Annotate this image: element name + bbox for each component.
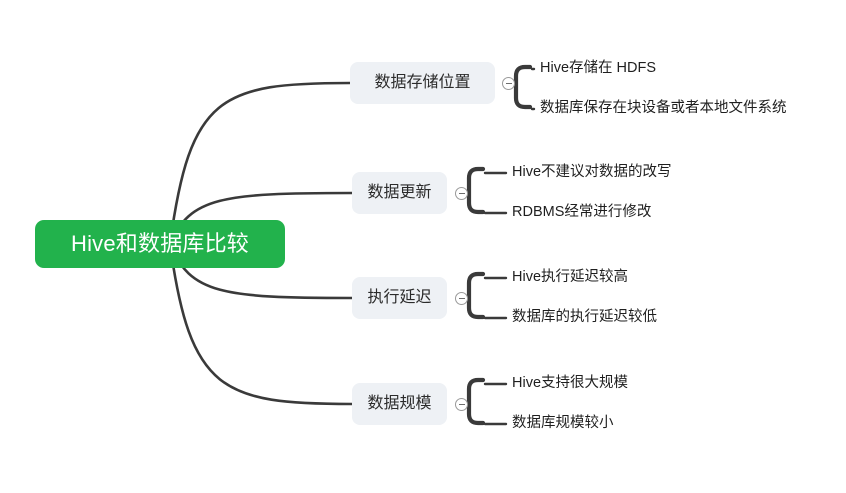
root-node[interactable]: Hive和数据库比较 <box>35 220 285 268</box>
branch-node-data-storage-location[interactable]: 数据存储位置 <box>350 62 495 104</box>
leaf-node-text[interactable]: 数据库的执行延迟较低 <box>512 309 657 325</box>
collapse-minus-icon[interactable] <box>455 398 468 411</box>
leaf-node-text[interactable]: Hive执行延迟较高 <box>512 269 629 285</box>
collapse-minus-icon[interactable] <box>455 292 468 305</box>
leaf-node-text[interactable]: Hive不建议对数据的改写 <box>512 164 672 180</box>
branch-node-label: 数据规模 <box>367 395 432 412</box>
root-node-label: Hive和数据库比较 <box>70 231 249 256</box>
branch-node-data-scale[interactable]: 数据规模 <box>352 383 447 425</box>
collapse-minus-icon[interactable] <box>455 187 468 200</box>
leaf-node-text[interactable]: Hive存储在 HDFS <box>540 60 657 76</box>
branch-node-execution-latency[interactable]: 执行延迟 <box>352 277 447 319</box>
collapse-minus-icon[interactable] <box>502 77 515 90</box>
branch-node-label: 执行延迟 <box>367 289 432 306</box>
leaf-node-text[interactable]: RDBMS经常进行修改 <box>512 204 652 220</box>
branch-node-label: 数据存储位置 <box>374 74 471 91</box>
leaf-node-text[interactable]: 数据库保存在块设备或者本地文件系统 <box>540 100 787 116</box>
leaf-node-text[interactable]: Hive支持很大规模 <box>512 375 629 391</box>
branch-node-label: 数据更新 <box>367 184 432 201</box>
leaf-node-text[interactable]: 数据库规模较小 <box>512 415 614 431</box>
branch-node-data-update[interactable]: 数据更新 <box>352 172 447 214</box>
